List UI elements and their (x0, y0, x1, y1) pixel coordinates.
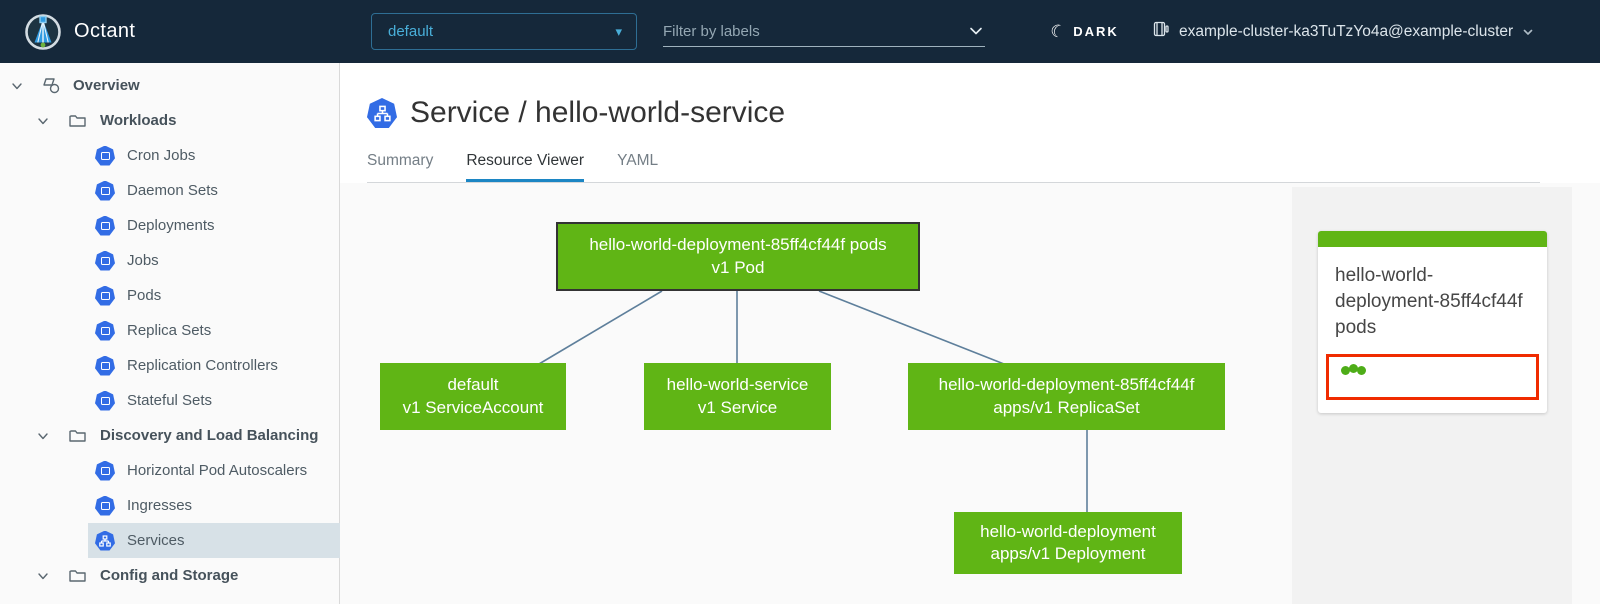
detail-panel: hello-world-deployment-85ff4cf44f pods (1292, 187, 1572, 604)
top-header: Octant default ▾ ☾ DARK example-cluster-… (0, 0, 1600, 63)
caret-down-icon (38, 117, 48, 124)
pod-status-dots (1341, 363, 1536, 375)
sidebar-item-label: Cron Jobs (127, 147, 196, 164)
sidebar-item-jobs[interactable]: Jobs (0, 243, 340, 278)
annotation-highlight (1326, 353, 1539, 400)
node-name: default (447, 375, 499, 395)
service-icon (367, 98, 397, 128)
sidebar-item-stateful-sets[interactable]: Stateful Sets (0, 383, 340, 418)
sidebar-item-label: Config and Storage (100, 567, 239, 584)
chevron-down-icon[interactable] (967, 22, 985, 40)
card-title: hello-world-deployment-85ff4cf44f pods (1335, 265, 1523, 339)
caret-down-icon: ▾ (615, 23, 622, 39)
node-name: hello-world-deployment (980, 521, 1156, 541)
daemonset-icon (95, 180, 115, 201)
pod-icon (95, 285, 115, 306)
octant-logo-icon (24, 13, 62, 51)
graph-node-pod[interactable]: hello-world-deployment-85ff4cf44f pods v… (556, 222, 920, 291)
node-kind: apps/v1 Deployment (990, 544, 1146, 563)
graph-node-replicaset[interactable]: hello-world-deployment-85ff4cf44f apps/v… (908, 363, 1225, 430)
ingress-icon (95, 495, 115, 516)
sidebar-item-label: Horizontal Pod Autoscalers (127, 462, 308, 479)
tab-yaml[interactable]: YAML (617, 152, 659, 169)
caret-down-icon (12, 82, 22, 89)
sidebar-item-label: Services (127, 532, 185, 549)
tab-summary[interactable]: Summary (367, 152, 434, 169)
sidebar-item-label: Pods (127, 287, 162, 304)
replicationcontroller-icon (95, 355, 115, 376)
app-title: Octant (74, 20, 136, 42)
sidebar-item-daemon-sets[interactable]: Daemon Sets (0, 173, 340, 208)
cluster-icon (1152, 20, 1170, 43)
sidebar-item-label: Ingresses (127, 497, 193, 514)
graph-edges (538, 290, 1088, 513)
sidebar-item-label: Jobs (127, 252, 159, 269)
label-filter (663, 16, 985, 47)
sidebar-group-config-and-storage[interactable]: Config and Storage (0, 558, 340, 593)
replicaset-icon (95, 320, 115, 341)
sidebar-item-label: Deployments (127, 217, 215, 234)
folder-icon (69, 115, 86, 127)
selected-node-card[interactable]: hello-world-deployment-85ff4cf44f pods (1318, 231, 1547, 413)
service-icon (95, 530, 115, 551)
node-name: hello-world-service (666, 375, 809, 395)
node-name: hello-world-deployment-85ff4cf44f pods (589, 235, 887, 255)
folder-icon (69, 570, 86, 582)
sidebar-item-horizontal-pod-autoscalers[interactable]: Horizontal Pod Autoscalers (0, 453, 340, 488)
statefulset-icon (95, 390, 115, 411)
graph-node-serviceaccount[interactable]: default v1 ServiceAccount (380, 363, 566, 430)
sidebar-item-label: Replica Sets (127, 322, 212, 339)
sidebar-item-services[interactable]: Services (0, 523, 340, 558)
sidebar-item-deployments[interactable]: Deployments (0, 208, 340, 243)
chevron-down-icon (1523, 29, 1533, 35)
tab-bar: Summary Resource Viewer YAML (367, 152, 658, 183)
sidebar-item-ingresses[interactable]: Ingresses (0, 488, 340, 523)
sidebar-item-label: Daemon Sets (127, 182, 218, 199)
node-name: hello-world-deployment-85ff4cf44f (938, 375, 1195, 395)
sidebar-group-workloads[interactable]: Workloads (0, 103, 340, 138)
node-kind: apps/v1 ReplicaSet (993, 397, 1140, 417)
job-icon (95, 250, 115, 271)
namespace-dropdown[interactable]: default ▾ (371, 13, 637, 50)
sidebar-item-pods[interactable]: Pods (0, 278, 340, 313)
page-title: Service / hello-world-service (410, 96, 786, 129)
sidebar-item-cron-jobs[interactable]: Cron Jobs (0, 138, 340, 173)
cronjob-icon (95, 145, 115, 166)
sidebar-item-replication-controllers[interactable]: Replication Controllers (0, 348, 340, 383)
caret-down-icon (38, 432, 48, 439)
resource-viewer-graph: hello-world-deployment-85ff4cf44f pods v… (340, 183, 1600, 604)
dark-mode-toggle[interactable]: ☾ DARK (1047, 0, 1119, 63)
graph-node-service[interactable]: hello-world-service v1 Service (644, 363, 831, 430)
sidebar-nav: Overview Workloads Cron Jobs Daemon Sets… (0, 63, 340, 604)
sidebar-item-label: Overview (73, 77, 140, 94)
sidebar-item-overview[interactable]: Overview (0, 68, 340, 103)
folder-icon (69, 430, 86, 442)
node-kind: v1 ServiceAccount (402, 397, 544, 417)
graph-node-deployment[interactable]: hello-world-deployment apps/v1 Deploymen… (954, 512, 1182, 574)
main-content: Service / hello-world-service Summary Re… (340, 63, 1600, 604)
cluster-selector[interactable]: example-cluster-ka3TuTzYo4a@example-clus… (1152, 0, 1534, 63)
namespace-value: default (388, 23, 434, 40)
deployment-icon (95, 215, 115, 236)
dark-mode-label: DARK (1073, 24, 1119, 39)
hpa-icon (95, 460, 115, 481)
sidebar-item-label: Stateful Sets (127, 392, 213, 409)
tab-divider (367, 182, 1540, 183)
moon-icon: ☾ (1047, 19, 1068, 43)
card-status-strip (1318, 231, 1547, 247)
caret-down-icon (38, 572, 48, 579)
node-kind: v1 Pod (711, 257, 765, 277)
sidebar-item-label: Discovery and Load Balancing (100, 427, 319, 444)
sidebar-group-discovery-and-load-balancing[interactable]: Discovery and Load Balancing (0, 418, 340, 453)
sidebar-item-replica-sets[interactable]: Replica Sets (0, 313, 340, 348)
label-filter-input[interactable] (663, 22, 967, 40)
cluster-label: example-cluster-ka3TuTzYo4a@example-clus… (1179, 22, 1514, 40)
node-kind: v1 Service (697, 397, 778, 417)
sidebar-item-label: Replication Controllers (127, 357, 278, 374)
tab-resource-viewer[interactable]: Resource Viewer (466, 152, 585, 183)
sidebar-item-label: Workloads (100, 112, 177, 129)
objects-icon (43, 78, 60, 94)
